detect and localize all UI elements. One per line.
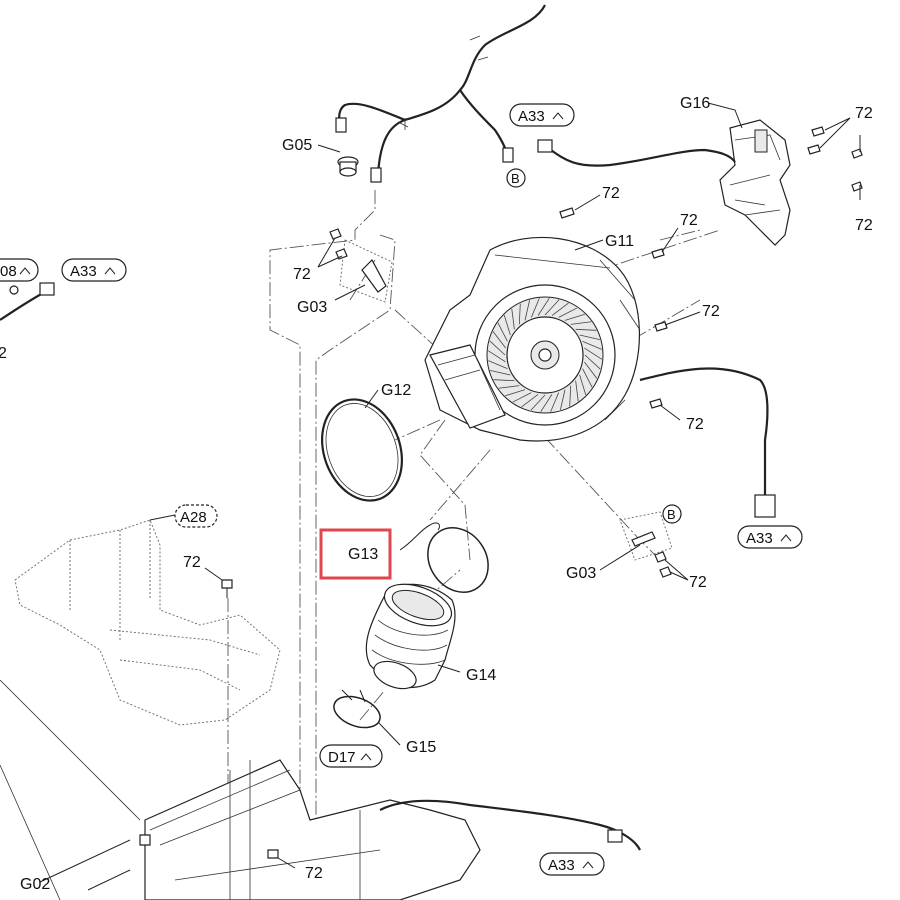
label-g03-right: G03 bbox=[566, 565, 596, 582]
tag-d17: D17 bbox=[319, 744, 383, 768]
g12-o-ring bbox=[321, 389, 403, 502]
label-72-f: 72 bbox=[686, 416, 704, 433]
fan-blade bbox=[550, 392, 560, 412]
fan-blade bbox=[497, 322, 508, 342]
fan-blade bbox=[582, 340, 602, 350]
label-72-h: 72 bbox=[183, 554, 201, 571]
fan-blade bbox=[551, 302, 569, 316]
a28-base-unit bbox=[14, 514, 281, 726]
fan-blade bbox=[521, 394, 539, 408]
fan-blade bbox=[530, 298, 540, 318]
label-g13: G13 bbox=[348, 546, 378, 563]
fan-blade bbox=[579, 374, 587, 395]
reference-tags: A33 A33 08 A33 A33 A28 D17 bbox=[0, 103, 803, 876]
fan-blade bbox=[579, 334, 600, 340]
fan-blade bbox=[584, 354, 601, 370]
fan-blade bbox=[558, 307, 578, 318]
fan-blade bbox=[493, 379, 515, 382]
label-72-c: 72 bbox=[602, 185, 620, 202]
tag-b-right: B bbox=[662, 504, 682, 524]
svg-text:B: B bbox=[667, 507, 676, 522]
g15-clamp bbox=[333, 689, 401, 746]
fan-blade bbox=[584, 347, 603, 360]
tag-b-top: B bbox=[506, 168, 526, 188]
fan-blade bbox=[564, 313, 585, 321]
left-connector bbox=[0, 282, 55, 321]
fan-blade bbox=[512, 392, 532, 403]
tag-a33-right: A33 bbox=[737, 525, 803, 549]
fan-blade bbox=[584, 361, 598, 379]
top-wire-harness bbox=[335, 4, 546, 183]
g13-gasket bbox=[399, 522, 489, 593]
label-g14: G14 bbox=[466, 667, 496, 684]
svg-text:A28: A28 bbox=[180, 509, 207, 526]
label-g16: G16 bbox=[680, 95, 710, 112]
fan-blade bbox=[575, 380, 579, 402]
fan-blade bbox=[488, 360, 508, 370]
fan-blade bbox=[492, 331, 506, 349]
tag-a33-top: A33 bbox=[509, 103, 575, 127]
blower-screws bbox=[559, 207, 701, 421]
label-g15: G15 bbox=[406, 739, 436, 756]
tag-a33-bottom: A33 bbox=[539, 852, 605, 876]
fan-blade bbox=[570, 321, 592, 325]
label-edge-2: 2 bbox=[0, 345, 7, 362]
screws-top-right bbox=[807, 117, 863, 200]
g05-grommet bbox=[317, 144, 359, 177]
label-g03-top: G03 bbox=[297, 299, 327, 316]
tag-a08-left: 08 bbox=[0, 258, 39, 282]
svg-text:08: 08 bbox=[0, 263, 17, 280]
fan-blade bbox=[518, 303, 521, 325]
label-72-i: 72 bbox=[689, 574, 707, 591]
fan-blade bbox=[489, 340, 506, 356]
fan-blade bbox=[560, 389, 566, 410]
fan-blade bbox=[524, 300, 530, 321]
lower-housing bbox=[0, 679, 641, 900]
part-labels: G16 G05 G11 G03 G12 G13 G14 G15 G03 G02 … bbox=[0, 95, 873, 893]
g13-highlight-box bbox=[319, 528, 392, 580]
label-g05: G05 bbox=[282, 137, 312, 154]
label-g11: G11 bbox=[605, 233, 634, 250]
svg-text:A33: A33 bbox=[70, 263, 97, 280]
fan-blade bbox=[487, 350, 506, 363]
label-72-d: 72 bbox=[680, 212, 698, 229]
g14-duct bbox=[365, 583, 461, 690]
svg-text:A33: A33 bbox=[548, 857, 575, 874]
label-72-e: 72 bbox=[702, 303, 720, 320]
label-72-a: 72 bbox=[855, 105, 873, 122]
fan-blades bbox=[487, 297, 603, 413]
fan-blade bbox=[503, 315, 511, 336]
label-72-j: 72 bbox=[305, 865, 323, 882]
fan-blade bbox=[544, 299, 560, 316]
label-g02: G02 bbox=[20, 876, 50, 893]
fan-blade bbox=[490, 370, 511, 376]
svg-text:B: B bbox=[511, 171, 520, 186]
svg-text:A33: A33 bbox=[746, 530, 773, 547]
g03-left-assembly bbox=[317, 228, 393, 303]
fan-blade bbox=[540, 394, 553, 413]
fan-blade bbox=[511, 308, 515, 330]
fan-blade bbox=[537, 297, 550, 316]
g11-blower-housing bbox=[424, 194, 776, 518]
svg-text:D17: D17 bbox=[328, 749, 356, 766]
fan-blade bbox=[530, 394, 546, 411]
fan-blade bbox=[569, 385, 572, 407]
tag-a33-left: A33 bbox=[61, 258, 127, 282]
svg-text:A33: A33 bbox=[518, 108, 545, 125]
tag-a28: A28 bbox=[174, 504, 218, 528]
g03-right-assembly bbox=[599, 511, 689, 581]
fan-blade bbox=[575, 328, 597, 331]
label-g12: G12 bbox=[381, 382, 411, 399]
fan-blade bbox=[505, 389, 526, 397]
fan-blade bbox=[498, 385, 520, 389]
fan-blade bbox=[582, 368, 593, 388]
label-72-g: 72 bbox=[293, 266, 311, 283]
label-72-b: 72 bbox=[855, 217, 873, 234]
g16-connector-bracket bbox=[537, 102, 791, 246]
